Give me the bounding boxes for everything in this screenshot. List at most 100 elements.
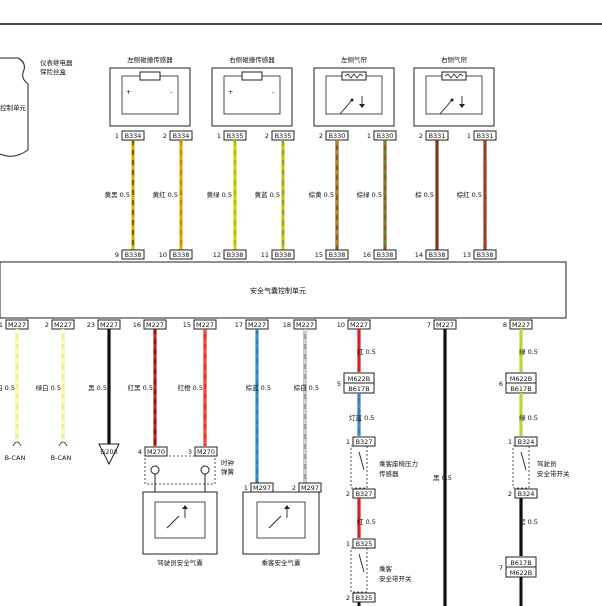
right-crash-sensor-ecu-right-conn: B338 [275,251,292,259]
driver-airbag-switch [166,515,180,529]
left-crash-sensor-ecu-left-conn: B338 [125,251,142,259]
left-curtain-airbag-conn-right-pin: 1 [367,132,371,140]
left-curtain-airbag-coil [344,73,364,79]
bcan-wire-label-0: 绿白 0.5 [0,383,15,392]
ground-symbol [98,443,120,466]
driver-airbag-box [142,491,218,555]
right-crash-sensor-ecu-left-pin: 12 [213,251,221,259]
pass-belt-conn-bottom-pin: 2 [346,594,350,602]
seat-sensor-conn-top-pin: 1 [346,438,350,446]
driver-airbag-title: 驾驶员安全气囊 [157,558,203,567]
left-curtain-airbag-wire-right-label: 棕绿 0.5 [357,190,382,199]
right-crash-sensor-conn-right-pin: 2 [265,132,269,140]
ecu-pin-18-conn-conn: M227 [296,321,314,329]
right-curtain-airbag-conn-left-pin: 2 [419,132,423,140]
driver-chain-wire-2-label: 绿 0.5 [519,413,538,422]
ecu-pin-1-conn-conn: M227 [8,321,26,329]
bcan-label-1: B-CAN [51,454,72,462]
left-curtain-airbag-conn-right-conn: B330 [377,132,394,140]
right-curtain-airbag-wire-right-label: 棕红 0.5 [457,190,482,199]
right-crash-sensor-ecu-left-box [223,249,247,260]
pass-belt-box [350,547,368,593]
left-crash-sensor-conn-left-pin: 1 [115,132,119,140]
passenger-airbag-wire-right-label: 棕白 0.5 [294,383,319,392]
ecu-pin-8-conn-conn: M227 [512,321,530,329]
ecu-pin-16-conn-conn: M227 [146,321,164,329]
left-curtain-airbag-conn-left-pin: 2 [319,132,323,140]
ecu-pin-17-conn-pin: 17 [235,321,243,329]
clock-spring-coil-right [200,465,210,475]
passenger-airbag-arrow-head [284,505,290,509]
right-crash-sensor-plus: + [228,88,233,96]
seat-sensor-switch [358,451,365,471]
driver-belt-box [512,445,530,489]
driver-airbag-conn-right-pin: 3 [188,448,192,456]
driver-airbag-arrow-head [182,505,188,509]
pass-belt-conn-bottom-box [352,592,376,603]
passenger-airbag-conn-left-pin: 1 [244,484,248,492]
right-curtain-airbag-ecu-right-conn: B338 [477,251,494,259]
right-crash-sensor-conn-left-conn: B335 [227,132,244,140]
left-curtain-airbag-wire-left-label: 棕黄 0.5 [309,190,334,199]
left-curtain-airbag-ecu-right-pin: 16 [363,251,371,259]
ecu-pin-17-conn-conn: M227 [248,321,266,329]
driver-belt-switch [520,451,527,471]
left-crash-sensor-ecu-right-box [169,249,193,260]
left-crash-sensor-resistor [139,71,161,81]
ecu-pin-2-conn-conn: M227 [54,321,72,329]
right-curtain-airbag-ecu-left-pin: 14 [415,251,423,259]
left-curtain-airbag-ecu-right-box [373,249,397,260]
passenger-airbag-conn-right-conn: M297 [301,484,319,492]
driver-chain-wire-3-label: 黑 0.5 [519,518,538,526]
left-crash-sensor-conn-right-pin: 2 [163,132,167,140]
right-crash-sensor-ecu-right-pin: 11 [261,251,269,259]
right-curtain-airbag-ecu-right-pin: 13 [463,251,471,259]
ground-label: G203 [100,448,117,456]
ecu-pin-23-conn-pin: 23 [87,321,95,329]
seat-sensor-label-2: 传感器 [379,469,399,478]
right-crash-sensor-wire-left-label: 黄绿 0.5 [207,190,232,199]
right-curtain-airbag-title: 右侧气帘 [441,55,468,64]
airbag-ecu-label: 安全气囊控制单元 [250,286,306,295]
ground-wire-label: 黑 0.5 [88,384,107,392]
left-crash-sensor-plus: + [126,88,131,96]
ecu-pin-17: 17 M227 [235,319,269,330]
left-curtain-airbag-ecu-right-conn: B338 [377,251,394,259]
right-curtain-airbag-switch [439,99,453,115]
driver-chain-inline-2-pin: 7 [499,564,503,572]
driver-airbag-conn-left-conn: M270 [147,448,165,456]
ecu-pin-8-conn-pin: 8 [503,321,507,329]
right-curtain-airbag-arrow-head [459,104,465,108]
seat-sensor-conn-bottom-box [352,488,376,499]
clock-spring-label-2: 弹簧 [221,467,235,476]
seat-sensor-conn-top-conn: B327 [356,438,373,446]
driver-belt-label-2: 安全带开关 [537,469,570,478]
left-curtain-airbag-ecu-left-box [325,249,349,260]
seat-sensor-box [350,445,368,489]
passenger-airbag-wire-left-label: 棕蓝 0.5 [246,383,271,392]
right-curtain-airbag-switch-dot [450,98,454,102]
fuse-box-label-3: 控制单元 [0,103,27,112]
right-crash-sensor-conn-left-pin: 1 [217,132,221,140]
pass-chain-inline-top: M622B [348,375,370,383]
right-crash-sensor-ecu-right-box [271,249,295,260]
driver-belt-conn-top-conn: B324 [518,438,535,446]
driver-airbag-wire-right-label: 红橙 0.5 [178,383,203,392]
driver-chain-inline-1-top: M622B [510,375,532,383]
left-crash-sensor-ecu-right-pin: 10 [159,251,167,259]
passenger-airbag-circuit [256,501,306,539]
left-curtain-airbag-title: 左侧气帘 [341,55,368,64]
passenger-airbag-conn-right-pin: 2 [292,484,296,492]
right-curtain-airbag-squib [441,71,467,81]
